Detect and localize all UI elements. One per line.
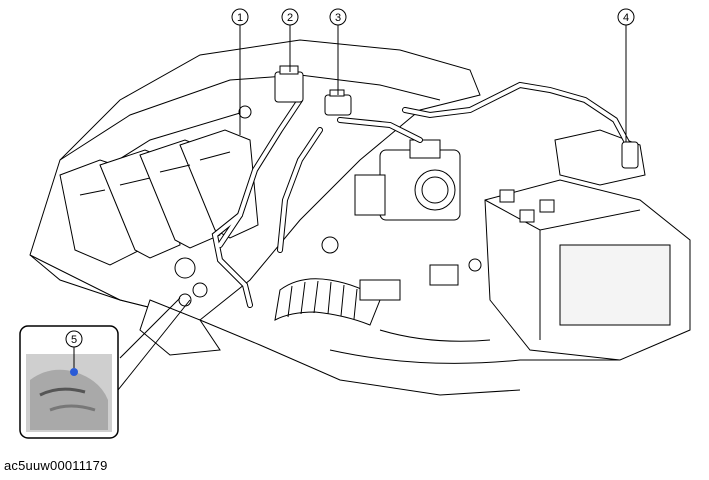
svg-text:2: 2 xyxy=(287,12,293,24)
svg-text:3: 3 xyxy=(335,12,341,24)
valve-part xyxy=(274,65,304,103)
battery-box xyxy=(484,129,691,361)
callout-1: 1 xyxy=(231,8,249,26)
callout-3: 3 xyxy=(329,8,347,26)
svg-text:1: 1 xyxy=(237,12,243,24)
intake-bellows xyxy=(274,278,381,326)
leader-lines xyxy=(239,25,627,142)
hose-lines-inner xyxy=(212,82,632,307)
svg-text:4: 4 xyxy=(623,12,629,24)
body-contour xyxy=(29,254,620,396)
image-code-label: ac5uuw00011179 xyxy=(4,458,108,473)
hose-end-part xyxy=(621,141,639,169)
engine-details xyxy=(139,105,482,356)
callout-4: 4 xyxy=(617,8,635,26)
callout-2: 2 xyxy=(281,8,299,26)
inset-pointer-lines xyxy=(109,293,192,401)
inset-box xyxy=(19,325,119,439)
svg-text:5: 5 xyxy=(71,334,77,346)
throttle-body xyxy=(354,139,461,221)
callout-5: 5 xyxy=(65,330,83,348)
